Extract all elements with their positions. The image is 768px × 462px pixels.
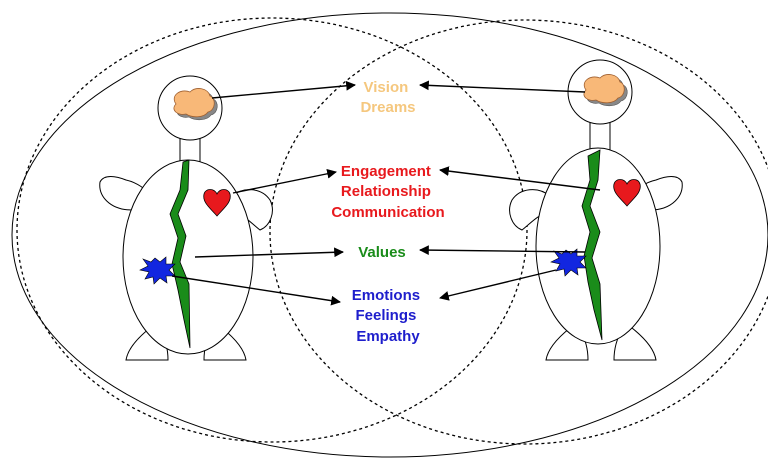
values-label: Values: [358, 244, 406, 261]
arrow-right-spine-to-engagement: [439, 166, 601, 191]
arrow-right-spine-to-values: [419, 245, 586, 256]
right-dashed-circle: [269, 19, 768, 445]
arrows: [171, 80, 601, 306]
spine-icon: [581, 149, 603, 341]
vision-label: Vision: [364, 79, 409, 96]
engagement-label: Engagement: [341, 163, 431, 180]
brain-icon: [173, 88, 218, 121]
arrow-left-brain-to-vision: [211, 80, 356, 99]
brain-icon: [583, 74, 628, 107]
arrow-left-heart-to-engagement: [232, 168, 337, 194]
engagement-label-group: Engagement Relationship Communication: [331, 163, 444, 221]
communication-label: Communication: [331, 204, 444, 221]
heart-icon: [203, 189, 231, 217]
relationship-label: Relationship: [341, 183, 431, 200]
dreams-label: Dreams: [360, 99, 415, 116]
arrow-left-spine-to-values: [194, 247, 344, 258]
right-turtle-front-left-leg: [509, 189, 551, 231]
empathy-label: Empathy: [356, 328, 420, 345]
emotions-label: Emotions: [352, 287, 420, 304]
values-label-group: Values: [358, 244, 406, 261]
arrow-right-starburst-to-emotions: [439, 269, 557, 301]
arrow-right-brain-to-vision: [419, 80, 586, 93]
starburst-icon: [550, 248, 587, 277]
vision-label-group: Vision Dreams: [360, 79, 415, 116]
feelings-label: Feelings: [355, 307, 416, 324]
outer-ellipse: [11, 12, 768, 458]
left-dashed-circle: [16, 17, 528, 443]
spine-icon: [169, 159, 191, 349]
starburst-icon: [139, 256, 176, 285]
arrow-left-starburst-to-emotions: [171, 275, 341, 306]
heart-icon: [613, 179, 641, 207]
emotions-label-group: Emotions Feelings Empathy: [352, 287, 425, 345]
